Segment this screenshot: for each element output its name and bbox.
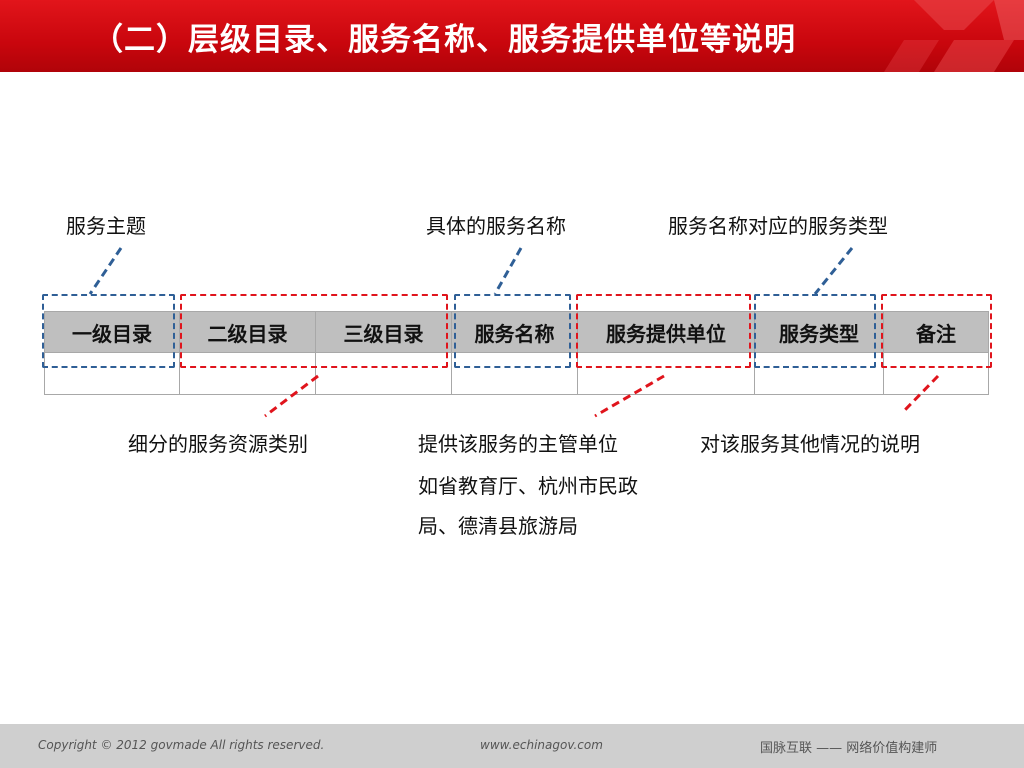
table-cell (451, 352, 578, 395)
label-sub-category: 细分的服务资源类别 (128, 432, 308, 456)
directory-table: 一级目录 二级目录 三级目录 服务名称 服务提供单位 服务类型 备注 (44, 311, 989, 395)
highlight-box-level2-3 (180, 294, 448, 368)
highlight-box-service-type (754, 294, 876, 368)
highlight-box-remarks (881, 294, 992, 368)
table-cell (315, 352, 452, 395)
table-cell (577, 352, 755, 395)
header-service-type: 服务类型 (754, 311, 884, 353)
label-provider-line2: 如省教育厅、杭州市民政 (418, 474, 638, 498)
connector-service-type (813, 247, 854, 295)
header-bar: （二）层级目录、服务名称、服务提供单位等说明 (0, 0, 1024, 72)
header-service-name: 服务名称 (451, 311, 578, 353)
label-specific-service-name: 具体的服务名称 (426, 214, 566, 238)
label-provider-line3: 局、德清县旅游局 (418, 514, 578, 538)
footer-copyright: Copyright © 2012 govmade All rights rese… (38, 738, 325, 752)
footer-bar: Copyright © 2012 govmade All rights rese… (0, 724, 1024, 768)
table-header-row: 一级目录 二级目录 三级目录 服务名称 服务提供单位 服务类型 备注 (44, 311, 989, 353)
highlight-box-service-name (454, 294, 571, 368)
label-remarks: 对该服务其他情况的说明 (700, 432, 920, 456)
highlight-box-level1 (42, 294, 175, 368)
brand-logo-icon (884, 0, 1024, 72)
label-provider-line1: 提供该服务的主管单位 (418, 432, 618, 456)
label-service-type: 服务名称对应的服务类型 (668, 214, 888, 238)
table-row (44, 352, 989, 395)
connector-service-name (493, 247, 523, 295)
connector-theme (88, 247, 123, 295)
footer-url[interactable]: www.echinagov.com (480, 738, 603, 752)
footer-slogan: 国脉互联 —— 网络价值构建师 (760, 741, 938, 756)
label-service-theme: 服务主题 (66, 214, 146, 238)
highlight-box-provider (576, 294, 751, 368)
header-level1: 一级目录 (44, 311, 180, 353)
page-title: （二）层级目录、服务名称、服务提供单位等说明 (92, 22, 796, 58)
header-provider: 服务提供单位 (577, 311, 755, 353)
table-cell (44, 352, 180, 395)
header-remarks: 备注 (883, 311, 989, 353)
table-cell (754, 352, 884, 395)
